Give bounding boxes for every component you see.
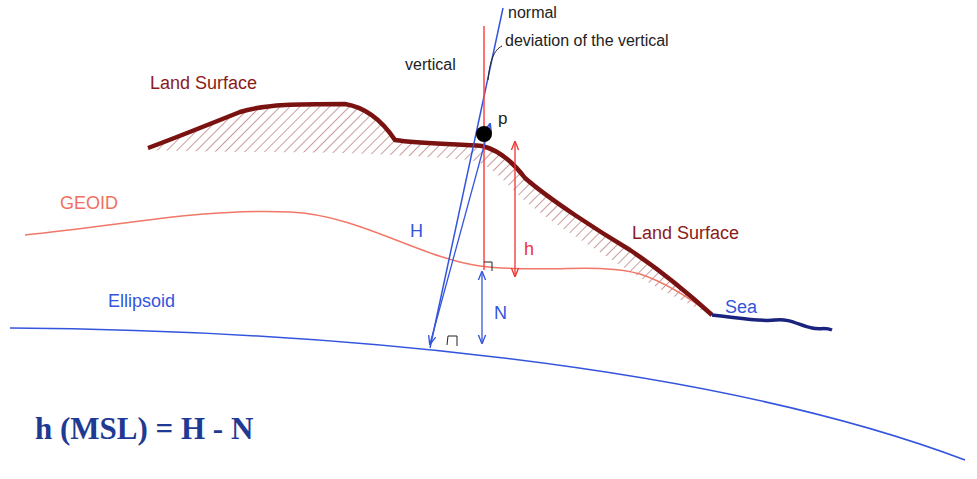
line-label: deviation of the vertical xyxy=(505,32,669,50)
formula: h (MSL) = H - N xyxy=(35,412,253,446)
H-arrow xyxy=(430,124,490,344)
line-label: normal xyxy=(508,4,557,22)
height-label: N xyxy=(494,304,507,324)
surface-label: GEOID xyxy=(60,194,118,214)
N-arrow xyxy=(481,272,482,343)
surface-label: Land Surface xyxy=(632,224,739,244)
right-angle-mark xyxy=(447,336,457,346)
land-hatching xyxy=(148,104,712,315)
surface-label: Ellipsoid xyxy=(108,292,175,312)
surface-label: Sea xyxy=(725,298,757,318)
land-surface-line xyxy=(148,104,712,315)
point-label: p xyxy=(498,110,507,129)
deviation-leader xyxy=(488,46,502,80)
sea-line xyxy=(712,315,832,330)
height-label: H xyxy=(410,222,423,242)
point-p xyxy=(476,126,492,142)
line-label: vertical xyxy=(405,56,456,74)
h-arrow xyxy=(514,142,515,276)
right-angle-mark xyxy=(484,262,492,271)
geoid-curve xyxy=(25,211,712,315)
surface-label: Land Surface xyxy=(150,74,257,94)
height-label: h xyxy=(524,240,534,260)
ellipsoid-curve xyxy=(10,328,965,460)
